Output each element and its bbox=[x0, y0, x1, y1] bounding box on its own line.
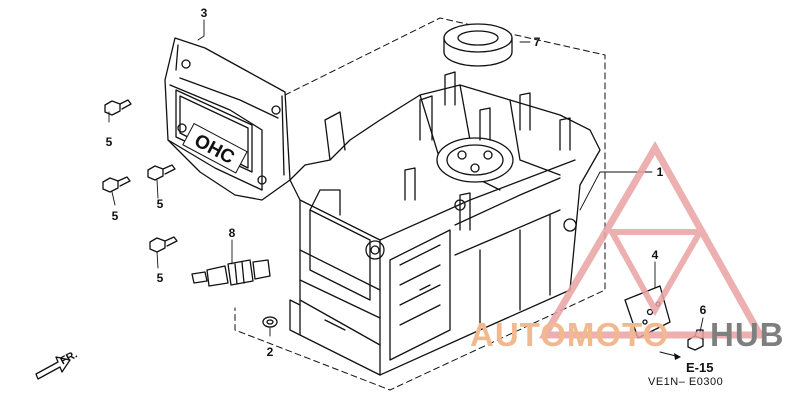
bolt-5b bbox=[102, 176, 131, 193]
bolt-5d bbox=[149, 236, 178, 253]
bolt-5a bbox=[104, 99, 132, 116]
callout-5d: 5 bbox=[156, 271, 164, 285]
watermark-text-primary: AUTOMOTO bbox=[470, 316, 670, 353]
reference-label: E-15 bbox=[686, 360, 714, 375]
callout-4: 4 bbox=[651, 248, 659, 262]
leader-lines bbox=[108, 19, 704, 337]
callout-6: 6 bbox=[699, 303, 707, 317]
callout-5c: 5 bbox=[156, 197, 164, 211]
callout-5a: 5 bbox=[105, 135, 113, 149]
callout-5b: 5 bbox=[111, 209, 119, 223]
watermark-logo bbox=[538, 140, 766, 339]
bolt-5c bbox=[147, 164, 176, 181]
callout-8: 8 bbox=[228, 226, 236, 240]
head-cover bbox=[164, 37, 291, 201]
callout-2: 2 bbox=[266, 345, 274, 359]
diagram-code: VE1N– E0300 bbox=[648, 376, 724, 388]
callout-1: 1 bbox=[656, 165, 664, 179]
oil-seal bbox=[443, 23, 513, 67]
spark-plug bbox=[191, 259, 271, 287]
callout-3: 3 bbox=[200, 6, 208, 20]
front-direction-arrow bbox=[35, 356, 71, 380]
crankcase-assembly bbox=[289, 71, 601, 376]
watermark-text-secondary: HUB bbox=[710, 316, 785, 353]
washer-2 bbox=[262, 316, 278, 328]
callout-7: 7 bbox=[533, 35, 541, 49]
